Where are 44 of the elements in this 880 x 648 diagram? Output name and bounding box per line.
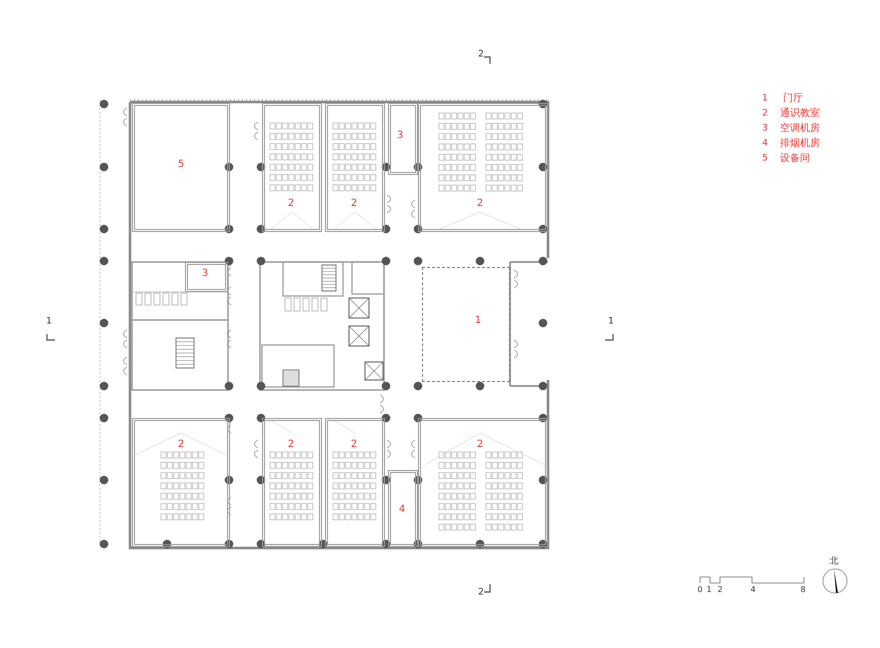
section-number: 1 [608, 318, 614, 326]
room-number: 5 [178, 160, 184, 170]
room-number: 2 [476, 440, 484, 450]
room-outline [388, 103, 418, 175]
legend-text: 设备间 [780, 154, 810, 164]
legend-number: 5 [762, 154, 768, 164]
room-number: 2 [178, 440, 184, 450]
room-number: 2 [350, 440, 358, 450]
room-outline [132, 103, 230, 232]
legend-number: 4 [762, 140, 768, 148]
room-outline [262, 418, 322, 547]
room-outline [185, 262, 228, 292]
scale-number: 1 [706, 586, 712, 594]
room-outline [388, 470, 418, 547]
legend-text: 门厅 [783, 94, 803, 104]
scale-number: 0 [697, 586, 703, 594]
room-number: 3 [396, 131, 404, 141]
room-number: 1 [474, 316, 482, 326]
room-outline [325, 103, 385, 232]
legend-number: 1 [762, 94, 768, 104]
room-outline [262, 103, 322, 232]
room-number: 2 [476, 199, 484, 209]
legend-text: 空调机房 [780, 124, 820, 134]
entrance-hall-outline [422, 267, 510, 382]
scale-number: 8 [800, 586, 806, 594]
north-label: 北 [830, 558, 838, 566]
room-outline [418, 418, 548, 547]
scale-number: 4 [750, 586, 756, 594]
room-outline [132, 418, 230, 547]
room-number: 2 [288, 440, 294, 450]
room-outline [418, 103, 548, 232]
room-outline [325, 418, 385, 547]
legend-text: 排烟机房 [780, 139, 820, 149]
legend-number: 2 [762, 110, 768, 118]
room-number: 2 [288, 199, 294, 209]
room-number: 4 [398, 505, 406, 515]
section-number: 2 [478, 588, 484, 598]
room-number: 3 [202, 269, 208, 279]
legend-number: 3 [762, 124, 768, 134]
section-number: 1 [46, 318, 52, 326]
scale-number: 2 [717, 586, 723, 594]
legend-text: 通识教室 [780, 109, 820, 119]
room-number: 2 [350, 199, 358, 209]
section-number: 2 [478, 50, 484, 60]
